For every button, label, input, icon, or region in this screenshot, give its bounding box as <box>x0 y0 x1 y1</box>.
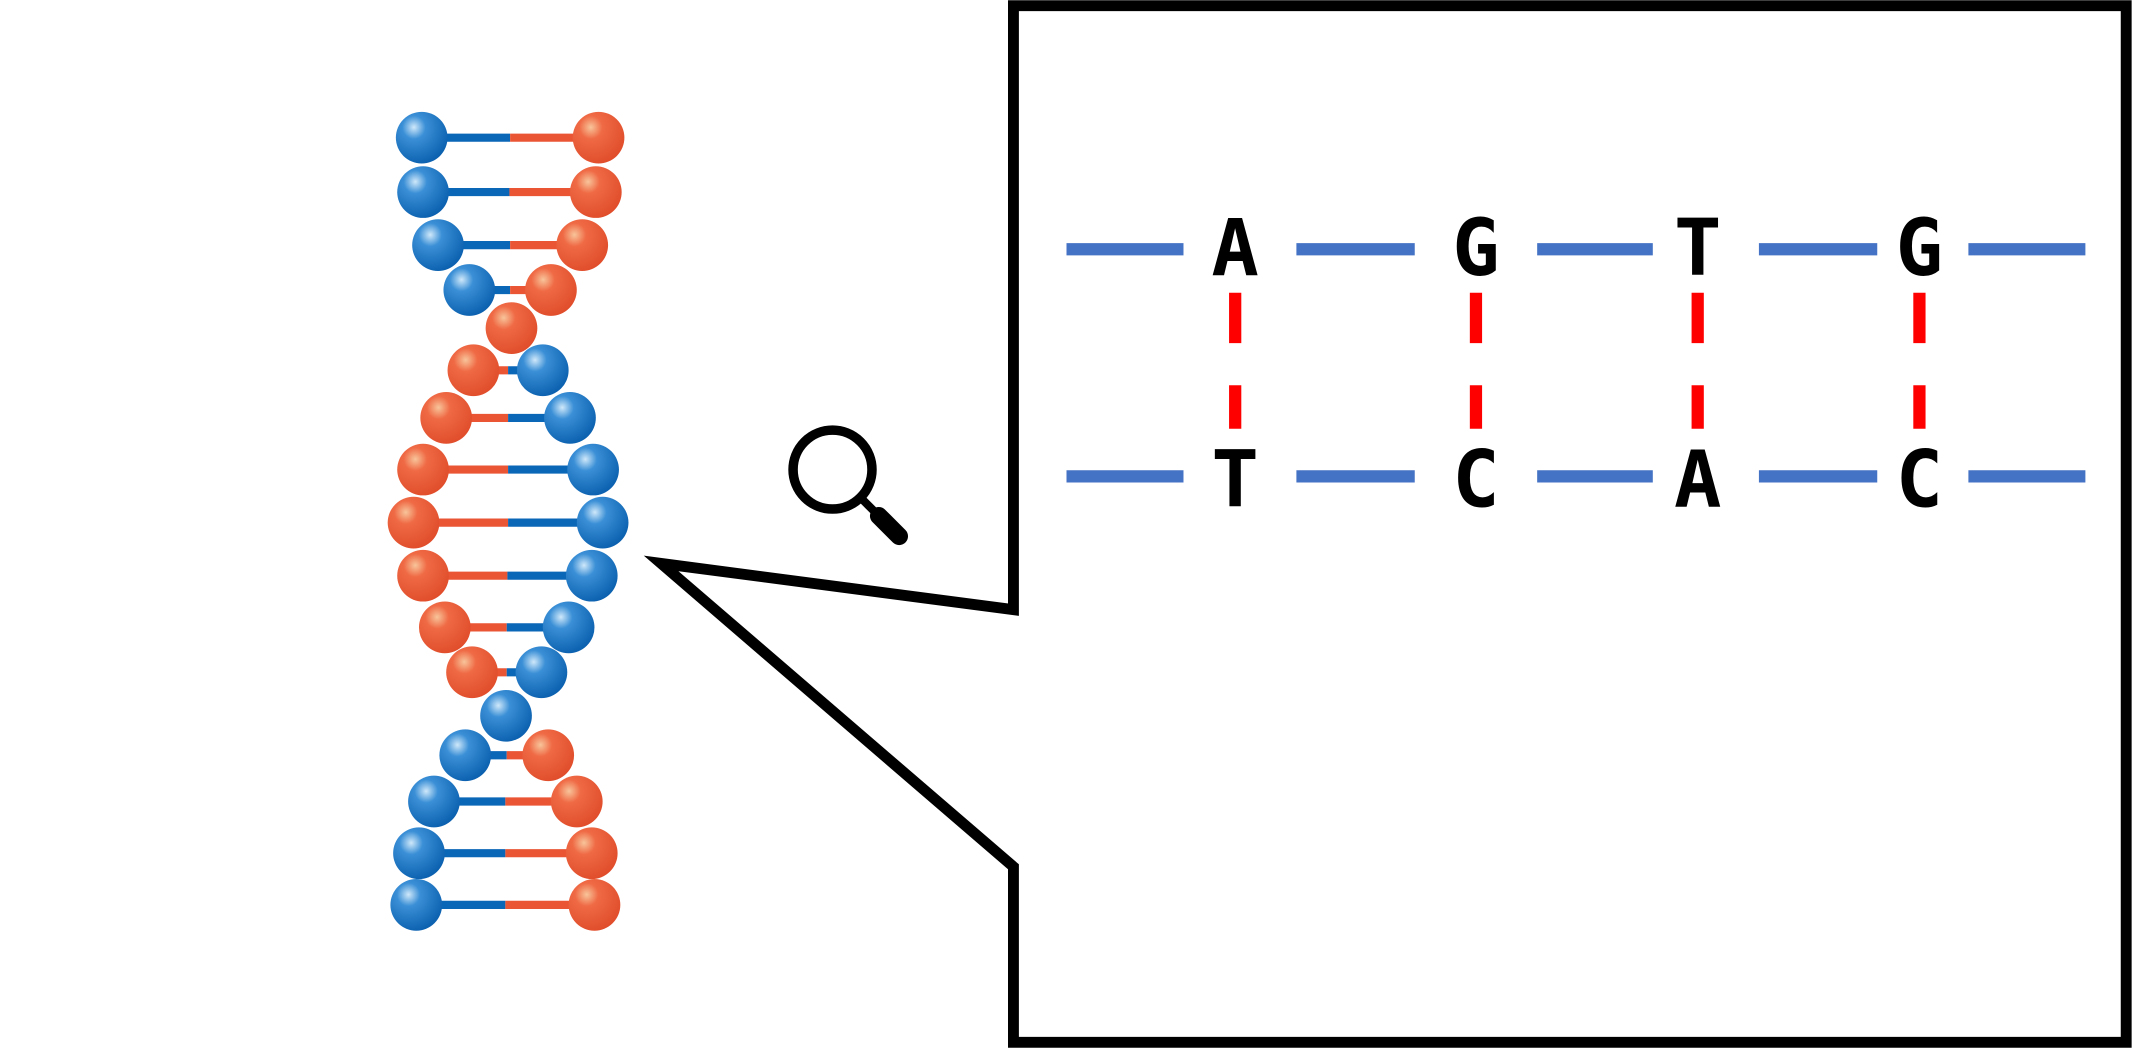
base-top-1: A <box>1211 202 1259 294</box>
callout-box <box>643 0 2132 1048</box>
base-pair-rung <box>420 392 596 444</box>
nucleotide-ball <box>542 601 595 654</box>
nucleotide-ball <box>569 166 622 218</box>
base-pair-rung <box>393 827 618 880</box>
base-pair-rung <box>443 264 577 316</box>
nucleotide-ball <box>395 111 448 164</box>
nucleotide-ball <box>439 729 492 782</box>
nucleotide-ball <box>572 111 625 164</box>
nucleotide-ball <box>556 219 609 271</box>
nucleotide-ball <box>544 392 596 444</box>
base-top-2: G <box>1452 202 1500 294</box>
base-pair-rung <box>390 879 621 931</box>
nucleotide-ball <box>397 549 449 602</box>
nucleotide-ball <box>565 549 618 602</box>
base-pair-rung <box>397 443 619 496</box>
nucleotide-ball <box>550 775 603 828</box>
nucleotide-ball <box>447 344 500 397</box>
base-pair-rung <box>387 496 629 549</box>
base-pair-rung <box>397 549 618 602</box>
nucleotide-ball <box>567 443 619 496</box>
base-pair-rung <box>412 219 609 271</box>
base-bottom-3: A <box>1674 433 1722 525</box>
base-pair-sequence <box>1066 243 2086 483</box>
nucleotide-ball <box>485 302 538 354</box>
nucleotide-ball <box>568 879 621 931</box>
base-pair-rung <box>446 646 568 699</box>
base-pair-rung <box>397 166 622 218</box>
nucleotide-ball <box>516 344 569 397</box>
base-pair-rung <box>447 344 569 397</box>
nucleotide-ball <box>397 443 449 496</box>
nucleotide-ball <box>408 775 460 828</box>
base-top-4: G <box>1896 202 1944 294</box>
base-pair-rung <box>480 689 532 742</box>
base-pair-rung <box>408 775 603 828</box>
magnifier-icon <box>788 425 909 546</box>
nucleotide-ball <box>525 264 577 316</box>
nucleotide-ball <box>390 879 443 931</box>
base-pair-rung <box>395 111 625 164</box>
nucleotide-ball <box>565 827 618 880</box>
base-bottom-1: T <box>1211 433 1259 525</box>
nucleotide-ball <box>418 601 471 654</box>
nucleotide-ball <box>522 729 575 782</box>
nucleotide-ball <box>420 392 473 444</box>
base-bottom-2: C <box>1452 433 1500 525</box>
nucleotide-ball <box>515 646 568 699</box>
nucleotide-ball <box>576 496 629 549</box>
nucleotide-ball <box>387 496 440 549</box>
nucleotide-ball <box>480 689 532 742</box>
dna-helix-icon <box>387 111 629 931</box>
base-pair-rung <box>418 601 595 654</box>
nucleotide-ball <box>393 827 445 880</box>
nucleotide-ball <box>443 264 496 316</box>
base-bottom-4: C <box>1896 433 1944 525</box>
nucleotide-ball <box>412 219 464 271</box>
nucleotide-ball <box>446 646 498 699</box>
base-top-3: T <box>1674 202 1722 294</box>
base-pair-rung <box>439 729 575 782</box>
base-pair-rung <box>485 302 538 354</box>
nucleotide-ball <box>397 166 449 218</box>
